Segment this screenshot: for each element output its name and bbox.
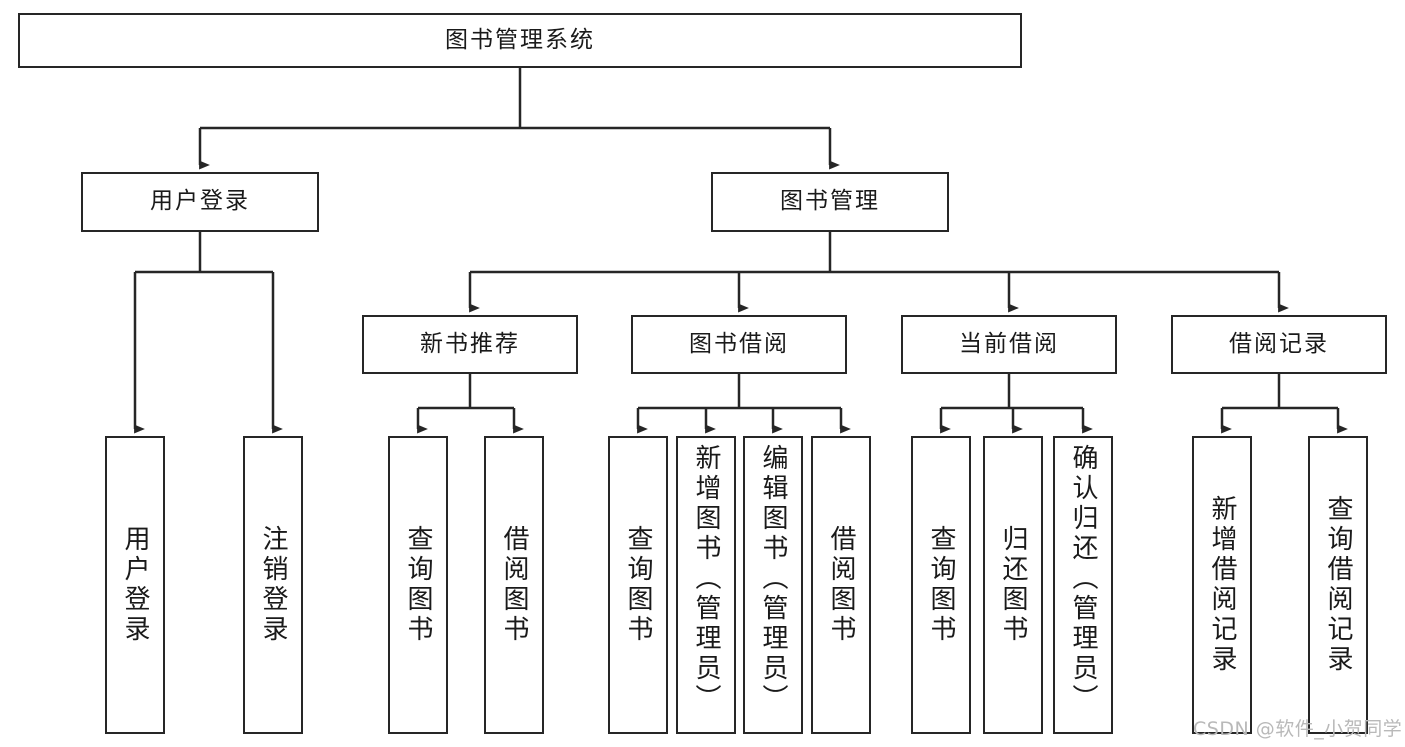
leaf-query-books-borrow[interactable]: 查询图书 <box>608 436 668 734</box>
node-book-management[interactable]: 图书管理 <box>711 172 949 232</box>
leaf-lend-books[interactable]: 借阅图书 <box>811 436 871 734</box>
node-new-book-recommend-label: 新书推荐 <box>420 330 520 357</box>
leaf-query-borrow-record[interactable]: 查询借阅记录 <box>1308 436 1368 734</box>
leaf-query-books-current-label: 查询图书 <box>926 525 956 645</box>
node-borrow-record[interactable]: 借阅记录 <box>1171 315 1387 374</box>
node-root-label: 图书管理系统 <box>445 26 595 53</box>
leaf-add-borrow-record-label: 新增借阅记录 <box>1207 495 1237 675</box>
node-current-borrow-label: 当前借阅 <box>959 330 1059 357</box>
leaf-add-book-admin-label: 新增图书（管理员） <box>691 444 721 714</box>
node-borrow-record-label: 借阅记录 <box>1229 330 1329 357</box>
leaf-borrow-books-newbook[interactable]: 借阅图书 <box>484 436 544 734</box>
leaf-borrow-books-newbook-label: 借阅图书 <box>499 525 529 645</box>
node-book-borrow[interactable]: 图书借阅 <box>631 315 847 374</box>
leaf-add-book-admin[interactable]: 新增图书（管理员） <box>676 436 736 734</box>
leaf-query-books-newbook[interactable]: 查询图书 <box>388 436 448 734</box>
leaf-query-borrow-record-label: 查询借阅记录 <box>1323 495 1353 675</box>
leaf-confirm-return-admin-label: 确认归还（管理员） <box>1068 444 1098 714</box>
node-book-borrow-label: 图书借阅 <box>689 330 789 357</box>
node-new-book-recommend[interactable]: 新书推荐 <box>362 315 578 374</box>
leaf-logout-label: 注销登录 <box>258 525 288 645</box>
leaf-return-books[interactable]: 归还图书 <box>983 436 1043 734</box>
leaf-user-login[interactable]: 用户登录 <box>105 436 165 734</box>
node-root[interactable]: 图书管理系统 <box>18 13 1022 68</box>
node-user-login-label: 用户登录 <box>150 188 250 215</box>
csdn-watermark: CSDN @软件_小贺同学 <box>1193 718 1403 740</box>
leaf-query-books-newbook-label: 查询图书 <box>403 525 433 645</box>
node-book-management-label: 图书管理 <box>780 188 880 215</box>
leaf-return-books-label: 归还图书 <box>998 525 1028 645</box>
leaf-add-borrow-record[interactable]: 新增借阅记录 <box>1192 436 1252 734</box>
leaf-edit-book-admin[interactable]: 编辑图书（管理员） <box>743 436 803 734</box>
leaf-confirm-return-admin[interactable]: 确认归还（管理员） <box>1053 436 1113 734</box>
leaf-query-books-current[interactable]: 查询图书 <box>911 436 971 734</box>
node-current-borrow[interactable]: 当前借阅 <box>901 315 1117 374</box>
leaf-user-login-label: 用户登录 <box>120 525 150 645</box>
leaf-lend-books-label: 借阅图书 <box>826 525 856 645</box>
leaf-logout[interactable]: 注销登录 <box>243 436 303 734</box>
node-user-login[interactable]: 用户登录 <box>81 172 319 232</box>
leaf-query-books-borrow-label: 查询图书 <box>623 525 653 645</box>
leaf-edit-book-admin-label: 编辑图书（管理员） <box>758 444 788 714</box>
